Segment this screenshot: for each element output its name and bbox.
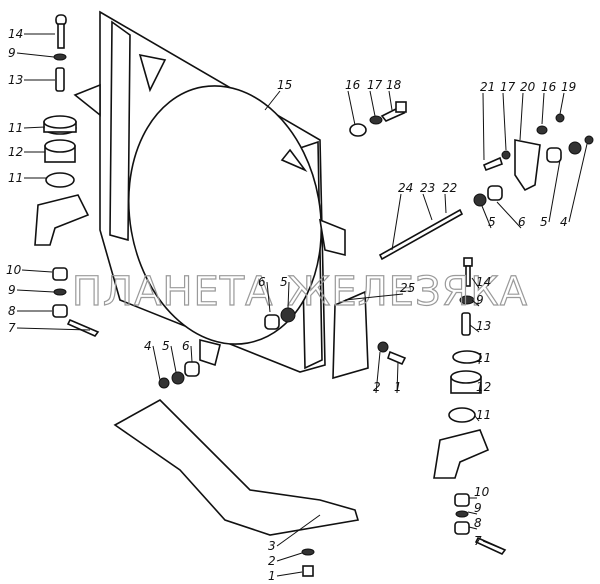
callout-8: 8 (474, 516, 482, 530)
callout-16: 16 (541, 80, 557, 94)
leader-line (481, 205, 492, 229)
callout-19: 19 (561, 80, 576, 94)
leader-line (468, 526, 478, 530)
callout-9: 9 (8, 46, 16, 60)
leader-line (482, 92, 485, 161)
leader-line (559, 92, 565, 115)
leader-line (276, 552, 303, 562)
leader-line (23, 126, 46, 129)
callout-11: 11 (8, 121, 23, 135)
callout-1: 1 (268, 569, 276, 583)
callout-9: 9 (476, 293, 484, 307)
callout-14: 14 (476, 275, 491, 289)
callout-10: 10 (474, 485, 490, 499)
callout-5: 5 (488, 215, 496, 229)
callout-5: 5 (540, 215, 548, 229)
callout-7: 7 (8, 321, 16, 335)
leader-line (266, 281, 271, 313)
callout-11: 11 (476, 351, 491, 365)
leader-line (21, 269, 53, 273)
leader-line (478, 387, 482, 394)
leader-line (471, 299, 480, 307)
leader-line (375, 351, 381, 394)
leader-line (347, 90, 356, 126)
callout-21: 21 (480, 80, 495, 94)
leader-line (276, 571, 303, 577)
leader-line (496, 201, 522, 229)
leader-line (190, 345, 193, 363)
leader-line (444, 193, 447, 214)
callout-4: 4 (560, 215, 568, 229)
callout-13: 13 (8, 73, 23, 87)
leader-line (16, 52, 55, 58)
watermark: ПЛАНЕТА ЖЕЛЕЗЯКА (72, 269, 528, 315)
callout-23: 23 (420, 181, 435, 195)
callout-6: 6 (182, 339, 190, 353)
callout-17: 17 (500, 80, 516, 94)
leader-line (502, 92, 507, 151)
leader-line (396, 361, 399, 394)
callout-22: 22 (442, 181, 457, 195)
callout-16: 16 (345, 78, 361, 92)
callout-9: 9 (474, 501, 482, 515)
left-mount-parts (34, 14, 100, 337)
leader-line (16, 327, 91, 331)
leader-line (388, 90, 393, 111)
leader-line (482, 540, 501, 549)
fan-shroud-frame (73, 10, 346, 373)
leader-line (541, 92, 545, 125)
leader-line (469, 324, 480, 333)
callout-3: 3 (268, 539, 276, 553)
callout-18: 18 (386, 78, 402, 92)
leader-line (422, 193, 433, 221)
leader-line (478, 357, 481, 365)
leader-line (474, 415, 480, 422)
callout-17: 17 (367, 78, 383, 92)
callout-13: 13 (476, 319, 491, 333)
callout-7: 7 (474, 534, 482, 548)
callout-9: 9 (8, 283, 16, 297)
callout-20: 20 (520, 80, 536, 94)
leader-line (391, 193, 402, 251)
leader-line (568, 143, 588, 223)
callout-25: 25 (400, 281, 415, 295)
callout-8: 8 (8, 304, 16, 318)
callout-1: 1 (394, 380, 402, 394)
callout-6: 6 (518, 215, 526, 229)
callout-5: 5 (280, 275, 288, 289)
callout-4: 4 (144, 339, 152, 353)
callout-24: 24 (398, 181, 413, 195)
leader-line (170, 345, 177, 373)
callout-12: 12 (8, 145, 23, 159)
callout-12: 12 (476, 380, 491, 394)
leader-line (16, 289, 55, 293)
leader-line (471, 277, 480, 289)
leader-line (519, 92, 524, 141)
leader-line (264, 90, 281, 111)
leader-line (276, 514, 321, 547)
leader-line (152, 345, 161, 381)
callout-6: 6 (258, 275, 266, 289)
callout-10: 10 (6, 263, 22, 277)
leader-line (548, 159, 561, 223)
callout-5: 5 (162, 339, 170, 353)
callout-11: 11 (476, 408, 491, 422)
callout-11: 11 (8, 171, 23, 185)
callout-2: 2 (268, 554, 276, 568)
leader-line (467, 511, 478, 515)
leader-line (369, 90, 376, 117)
callout-15: 15 (277, 78, 292, 92)
callout-14: 14 (8, 27, 23, 41)
bottom-parts (113, 307, 360, 577)
leader-line (287, 281, 290, 309)
right-mount-parts (332, 101, 594, 555)
leader-line (344, 293, 404, 301)
